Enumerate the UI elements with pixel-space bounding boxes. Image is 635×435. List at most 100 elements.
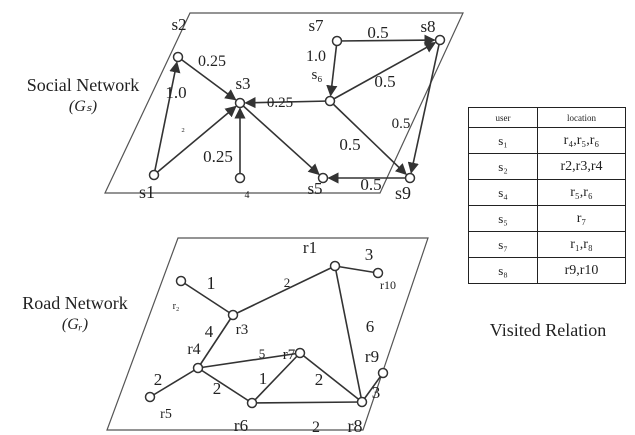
social-node-label: s₆ [311,67,322,83]
table-header-row: user location [468,107,626,128]
road-network-label: Road Network (Gᵣ) [0,292,150,336]
social-edge-s8-s9 [407,39,441,174]
road-edge-r4-r6 [197,367,253,404]
road-edge-weight: 2 [213,379,222,398]
road-plane [106,237,429,431]
social-edge-weight: 0.25 [267,95,293,111]
road-node-r1 [329,260,341,272]
road-edge-weight: 5 [259,346,266,361]
social-edge-s1-s2 [153,61,181,176]
road-node-label: r7 [283,347,296,363]
road-edge-r3-r4 [197,314,234,369]
road-edge-r2-r3 [180,280,234,316]
social-node-label: s3 [235,74,250,93]
social-edge-weight: 0.5 [374,72,395,91]
social-node-label: s2 [171,15,186,34]
social-edge-weight: ₂ [181,121,185,133]
social-node-label: s1 [139,182,155,202]
social-node-label: s8 [420,17,435,36]
cell-user: s₄ [468,179,538,206]
road-node-label: r1 [303,238,317,257]
road-edge-r4-r7 [197,352,301,369]
road-node-r10 [372,267,384,279]
social-node-s8 [434,34,446,46]
road-node-r2 [175,275,187,287]
road-edge-weight: 1 [259,369,268,388]
social-edge-s6-s8 [329,41,437,102]
road-edge-r7-r8 [299,352,363,403]
social-network-title: Social Network [26,75,140,95]
social-node-label: s7 [308,16,324,35]
social-edge-weight: 1.0 [165,83,186,102]
cell-location: r₁,r₈ [537,231,626,258]
road-edge-weight: 4 [205,322,214,341]
cell-user: s₅ [468,205,538,232]
road-node-label: r5 [160,407,172,422]
social-node-label: 4 [245,190,250,201]
cell-location: r₅,r₆ [537,179,626,206]
visited-relation-caption: Visited Relation [489,320,607,340]
social-node-s9 [404,172,416,184]
road-node-r7 [294,347,306,359]
social-edge-s1-s3 [153,105,237,176]
road-node-r6 [246,397,258,409]
social-edge-weight: 0.5 [339,135,360,154]
road-node-label: r9 [365,347,379,366]
social-node-s6 [324,95,336,107]
road-node-label: r3 [236,322,249,338]
social-edge-s7-s6 [326,40,338,97]
road-edge-weight: 2 [312,419,320,435]
road-node-r9 [377,367,389,379]
road-node-label: r6 [234,416,248,435]
header-location: location [537,107,626,128]
road-edge-weight: 2 [284,275,291,290]
road-node-label: r₂ [173,301,180,312]
road-edge-weight: 3 [372,383,381,402]
social-edge-weight: 1.0 [306,48,326,65]
social-network-label: Social Network (Gₛ) [3,74,163,118]
road-node-r5 [144,391,156,403]
social-plane [104,12,464,194]
road-edge-r1-r8 [334,265,363,403]
road-edge-r3-r1 [232,265,336,316]
road-node-r3 [227,309,239,321]
cell-location: r9,r10 [537,257,626,284]
social-edge-weight: 0.5 [360,175,381,194]
road-edge-weight: 2 [154,370,163,389]
cell-location: r₄,r₅,r₆ [537,127,626,154]
social-node-s5 [317,172,329,184]
social-node-label: s5 [307,179,322,198]
road-node-label: r4 [187,341,200,358]
road-edge-weight: 6 [366,317,375,336]
road-edge-r1-r10 [334,265,379,274]
road-node-label: r8 [348,416,363,435]
road-edge-weight: 3 [365,245,374,264]
social-node-s4 [234,172,246,184]
social-edge-weight: 0.25 [198,53,226,70]
cell-location: r₇ [537,205,626,232]
social-node-label: s9 [395,183,411,203]
social-edge-weight: 0.25 [203,147,233,166]
social-node-s1 [148,169,160,181]
road-node-r8 [356,396,368,408]
social-edge-s2-s3 [177,56,237,101]
social-edge-s6-s3 [244,97,331,109]
road-node-label: r10 [380,278,396,292]
road-edge-r4-r5 [149,367,199,398]
road-edge-r6-r7 [251,352,301,404]
cell-user: s₇ [468,231,538,258]
road-network-symbol: (Gᵣ) [61,316,89,333]
header-user: user [468,107,538,128]
cell-user: s₂ [468,153,538,180]
social-network-symbol: (Gₛ) [68,98,98,115]
social-edge-s7-s8 [336,34,436,46]
cell-user: s₁ [468,127,538,154]
